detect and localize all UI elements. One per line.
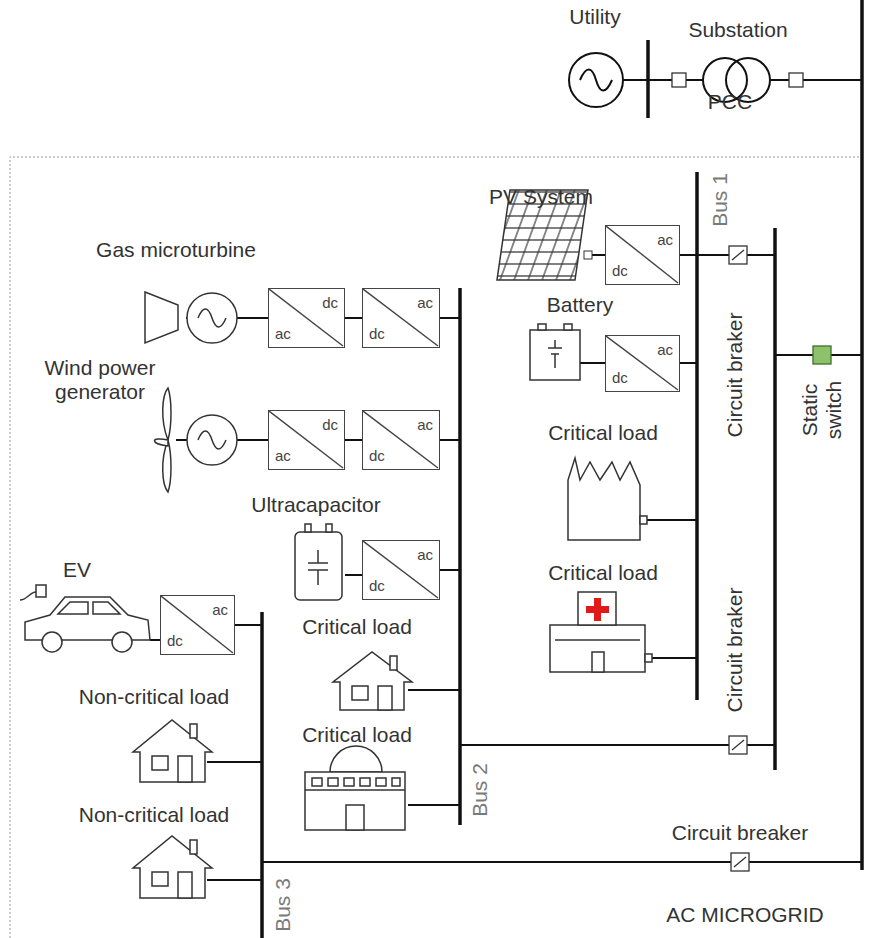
- converter-link: [345, 439, 362, 441]
- component-label: Substation: [688, 18, 787, 42]
- component-label: Non-critical load: [79, 803, 230, 827]
- component-label: Gas microturbine: [96, 238, 256, 262]
- converter-terminal-label: ac: [275, 448, 291, 463]
- converter-box: dc ac: [268, 288, 345, 348]
- converter-terminal-label: ac: [275, 326, 291, 341]
- converter-terminal-label: dc: [167, 633, 183, 648]
- converter-terminal-label: ac: [657, 232, 673, 247]
- wind-turbine-icon: [155, 388, 238, 492]
- converter-terminal-label: dc: [612, 370, 628, 385]
- converter-terminal-label: ac: [417, 547, 433, 562]
- converter-box: ac dc: [605, 225, 680, 285]
- converter-terminal-label: dc: [369, 578, 385, 593]
- converter-box: ac dc: [605, 335, 680, 392]
- component-label: Critical load: [302, 615, 412, 639]
- microgrid-boundary: [10, 157, 862, 938]
- component-label: PV System: [489, 185, 593, 209]
- utility-source: [569, 53, 623, 107]
- converter-terminal-label: ac: [417, 295, 433, 310]
- factory-icon: [568, 458, 647, 540]
- converter-link: [345, 317, 362, 319]
- component-label: Non-critical load: [79, 685, 230, 709]
- converter-box: ac dc: [362, 410, 440, 470]
- converter-box: dc ac: [268, 410, 345, 470]
- component-label: Wind power generator: [30, 356, 170, 404]
- bus-label: Bus 1: [708, 173, 732, 227]
- converter-terminal-label: ac: [212, 602, 228, 617]
- hospital-cross: [586, 598, 609, 621]
- converter-terminal-label: dc: [322, 295, 338, 310]
- converter-terminal-label: dc: [612, 263, 628, 278]
- component-label: Ultracapacitor: [251, 493, 381, 517]
- component-label: Circuit braker: [723, 588, 747, 713]
- converter-terminal-label: dc: [369, 326, 385, 341]
- gas-turbine-icon: [145, 292, 237, 343]
- component-label: Critical load: [302, 723, 412, 747]
- converter-terminal-label: dc: [369, 448, 385, 463]
- converter-terminal-label: dc: [322, 417, 338, 432]
- component-label: AC MICROGRID: [666, 903, 824, 927]
- converter-box: ac dc: [362, 288, 440, 348]
- battery-icon: [530, 324, 580, 380]
- component-label: Circuit breaker: [672, 821, 809, 845]
- converter-terminal-label: ac: [417, 417, 433, 432]
- ultracapacitor-icon: [295, 524, 342, 600]
- observatory-icon: [305, 746, 405, 830]
- converter-box: ac dc: [160, 595, 235, 655]
- component-label: Battery: [547, 293, 614, 317]
- wiring: [150, 0, 862, 938]
- static-switch-symbol: [813, 346, 831, 364]
- component-label: Utility: [569, 5, 620, 29]
- ev-icon: [20, 585, 150, 652]
- bus-label: Bus 3: [271, 878, 295, 932]
- component-label: Static switch: [798, 371, 846, 449]
- bus-label: Bus 2: [468, 763, 492, 817]
- converter-box: ac dc: [362, 540, 440, 600]
- component-label: EV: [63, 558, 91, 582]
- converter-terminal-label: ac: [657, 342, 673, 357]
- component-label: Critical load: [548, 561, 658, 585]
- circuit-breaker-symbol: [672, 73, 803, 871]
- hospital-icon: [550, 592, 652, 672]
- component-label: Critical load: [548, 421, 658, 445]
- component-label: PCC: [708, 90, 752, 114]
- component-label: Circuit braker: [723, 313, 747, 438]
